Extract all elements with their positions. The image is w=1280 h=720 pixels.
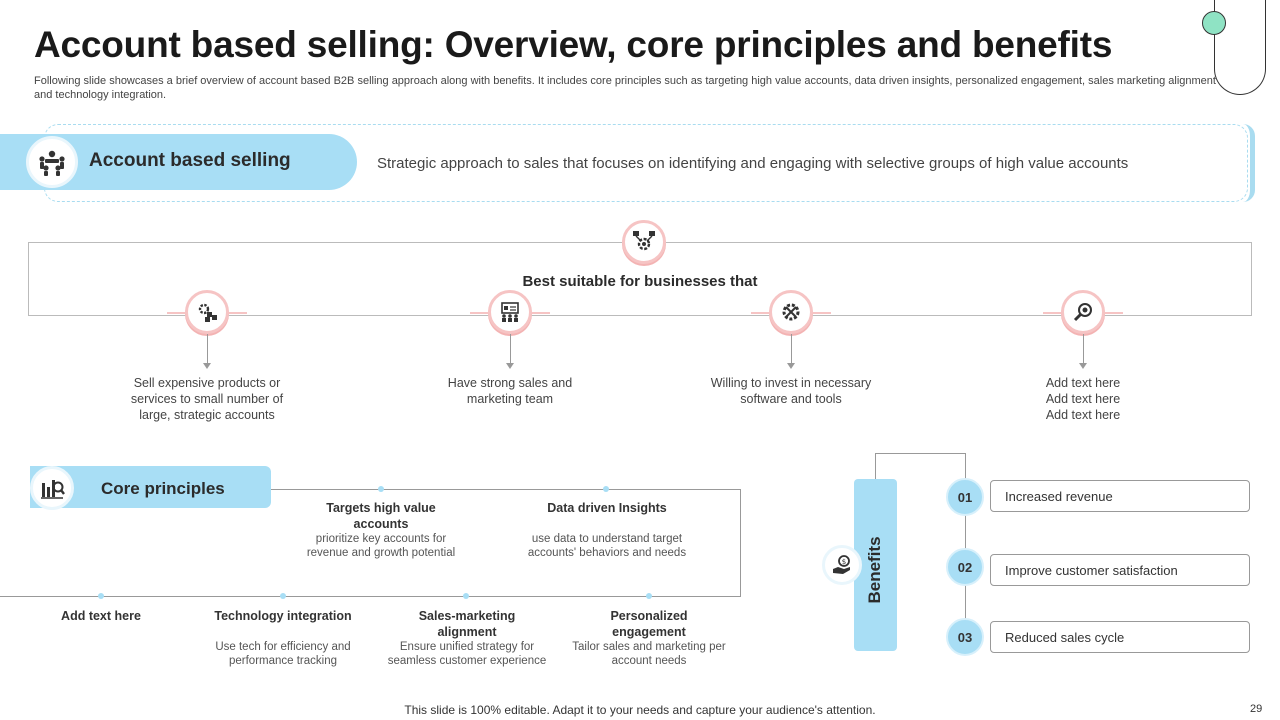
core-principles-label: Core principles: [101, 479, 225, 498]
principle-heading: Sales-marketing alignment: [418, 609, 516, 639]
benefit-item-1: Increased revenue: [990, 480, 1250, 512]
slide-title: Account based selling: Overview, core pr…: [34, 24, 1113, 65]
principle-dot: [603, 486, 609, 492]
benefit-number: 03: [946, 618, 984, 656]
benefit-number: 01: [946, 478, 984, 516]
core-principles-side-line: [740, 489, 741, 596]
gear-cubes-icon: [185, 290, 229, 334]
best-suitable-item-3: Willing to invest in necessary software …: [710, 376, 872, 406]
principle-description: prioritize key accounts for revenue and …: [306, 533, 456, 559]
slide-subtitle: Following slide showcases a brief overvi…: [34, 75, 1216, 101]
benefits-top-line: [875, 453, 965, 454]
connector-arrow: [203, 363, 211, 369]
benefit-item-2: Improve customer satisfaction: [990, 554, 1250, 586]
meeting-people-icon: [26, 136, 78, 188]
principle-heading: Targets high value accounts: [326, 501, 436, 531]
overview-label: Account based selling: [89, 150, 291, 171]
principle-description: Tailor sales and marketing per account n…: [572, 641, 726, 667]
principle-heading: Technology integration: [214, 609, 352, 623]
corner-decoration: [1214, 0, 1266, 95]
gear-network-icon: [622, 220, 666, 264]
connector-line: [791, 334, 792, 364]
principle-dot: [280, 593, 286, 599]
principle-description: Ensure unified strategy for seamless cus…: [387, 641, 547, 667]
connector-arrow: [787, 363, 795, 369]
benefits-spine: [965, 453, 966, 637]
connector-arrow: [1079, 363, 1087, 369]
overview-description: Strategic approach to sales that focuses…: [377, 155, 1129, 172]
principle-heading: Personalized engagement: [610, 609, 688, 639]
core-principles-bottom-line: [0, 596, 741, 597]
principle-description: Use tech for efficiency and performance …: [215, 641, 351, 667]
best-suitable-label: Best suitable for businesses that: [522, 273, 758, 290]
svg-text:$: $: [842, 558, 846, 566]
best-suitable-item-2: Have strong sales and marketing team: [447, 376, 573, 406]
page-number: 29: [1250, 703, 1263, 715]
principle-heading: Data driven Insights: [547, 501, 667, 515]
core-principles-top-line: [271, 489, 741, 490]
best-suitable-item-4: Add text here Add text here Add text her…: [1045, 376, 1121, 422]
search-gear-icon: [1061, 290, 1105, 334]
principle-dot: [463, 593, 469, 599]
principle-dot: [98, 593, 104, 599]
connector-line: [1083, 334, 1084, 364]
principle-dot: [378, 486, 384, 492]
principle-description: use data to understand target accounts' …: [527, 533, 687, 559]
money-hand-icon: $: [822, 545, 862, 585]
slide-footer: This slide is 100% editable. Adapt it to…: [404, 703, 876, 717]
connector-arrow: [506, 363, 514, 369]
principle-heading: Add text here: [61, 609, 141, 623]
corner-dot: [1202, 11, 1226, 35]
benefits-connector: [875, 453, 876, 480]
team-board-icon: [488, 290, 532, 334]
benefit-item-3: Reduced sales cycle: [990, 621, 1250, 653]
connector-line: [510, 334, 511, 364]
overview-frame-edge: [1236, 124, 1255, 202]
best-suitable-item-1: Sell expensive products or services to s…: [130, 376, 284, 422]
principle-dot: [646, 593, 652, 599]
tools-gear-icon: [769, 290, 813, 334]
benefit-number: 02: [946, 548, 984, 586]
connector-line: [207, 334, 208, 364]
analytics-icon: [30, 466, 74, 510]
